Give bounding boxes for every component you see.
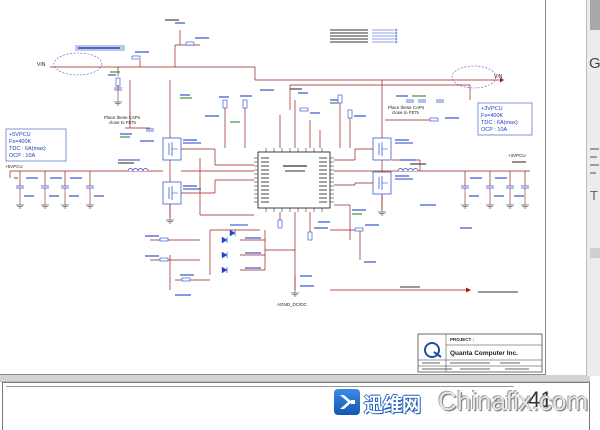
resistor bbox=[277, 219, 283, 229]
title-block-project: PROJECT : bbox=[450, 337, 475, 342]
schematic-canvas: VIN VIN +5VPCU +3VPCU AGND_DC/DC +5VPCU … bbox=[5, 19, 543, 373]
quanta-logo-icon bbox=[433, 351, 442, 358]
chinafix-logo-icon bbox=[334, 389, 360, 415]
note-left-line-2: close to FETs bbox=[109, 120, 137, 125]
resistor bbox=[347, 109, 353, 119]
diode bbox=[221, 236, 228, 244]
vin-left-label: VIN bbox=[37, 62, 46, 68]
resistor bbox=[299, 107, 309, 112]
off-page-connector-arrow bbox=[500, 77, 504, 83]
net-highlight-ellipse bbox=[451, 65, 497, 89]
legend-connector bbox=[394, 31, 398, 35]
next-page[interactable]: 41 bbox=[2, 382, 590, 430]
side-panel-block bbox=[590, 248, 600, 258]
diode bbox=[229, 229, 236, 237]
page-gap bbox=[0, 375, 590, 382]
spec-left-line-2: Fs=400K bbox=[9, 139, 31, 145]
note-right-line-1: Place these CAPs bbox=[388, 105, 425, 110]
watermark: 迅维网 Chinafix.com bbox=[330, 384, 600, 430]
schematic-geometry bbox=[5, 19, 543, 373]
side-panel[interactable]: G T bbox=[586, 0, 600, 376]
vin-right-label: VIN bbox=[494, 74, 503, 80]
legend-connector bbox=[394, 34, 398, 38]
off-page-connector-arrow bbox=[466, 287, 471, 293]
side-panel-line bbox=[590, 156, 597, 158]
chinafix-logo-glyph bbox=[340, 395, 355, 409]
quanta-logo-icon bbox=[424, 342, 440, 358]
note-right-line-2: close to FETs bbox=[392, 110, 420, 115]
side-panel-letter-top: G bbox=[589, 55, 600, 72]
watermark-cn-text: 迅维网 bbox=[364, 394, 422, 416]
side-panel-line bbox=[590, 172, 596, 174]
watermark-en-text: Chinafix.com bbox=[438, 386, 589, 416]
spec-right-line-3: TDC : 6A(max) bbox=[481, 120, 518, 126]
spec-box bbox=[477, 102, 533, 136]
spec-right-line-1: +3VPCU bbox=[481, 106, 503, 112]
page-number: 41 bbox=[528, 387, 553, 412]
title-block-company: Quanta Computer Inc. bbox=[450, 350, 518, 357]
resistor bbox=[222, 99, 228, 109]
spec-right-line-2: Fs=400K bbox=[481, 113, 503, 119]
legend-connector bbox=[394, 28, 398, 32]
diode bbox=[221, 251, 228, 259]
resistor bbox=[181, 277, 191, 282]
resistor bbox=[185, 41, 195, 46]
resistor bbox=[354, 227, 364, 232]
page-border-rule bbox=[6, 386, 514, 387]
spec-box bbox=[5, 128, 67, 162]
resistor bbox=[159, 237, 169, 242]
rail-left-label: +5VPCU bbox=[5, 164, 23, 169]
net-highlight-ellipse bbox=[53, 52, 103, 76]
resistor bbox=[242, 99, 248, 109]
side-panel-line bbox=[590, 148, 599, 150]
spec-left-line-3: TDC : 6A(max) bbox=[9, 146, 46, 152]
rail-right-label: +3VPCU bbox=[508, 153, 526, 158]
legend-connector bbox=[394, 40, 398, 44]
spec-right-line-4: OCP : 10A bbox=[481, 127, 508, 133]
spec-left-line-1: +5VPCU bbox=[9, 132, 31, 138]
agnd-label: AGND_DC/DC bbox=[277, 302, 308, 307]
side-panel-header bbox=[590, 0, 600, 30]
resistor bbox=[337, 94, 343, 104]
spec-left-line-4: OCP : 10A bbox=[9, 153, 36, 159]
resistor bbox=[115, 77, 121, 87]
resistor bbox=[307, 231, 313, 241]
legend-connector bbox=[394, 37, 398, 41]
inductor bbox=[127, 168, 149, 172]
resistor bbox=[159, 257, 169, 262]
schematic-labels: VIN VIN +5VPCU +3VPCU AGND_DC/DC +5VPCU … bbox=[5, 62, 526, 357]
resistor bbox=[429, 117, 439, 122]
side-panel-line bbox=[590, 164, 599, 166]
resistor bbox=[131, 55, 141, 60]
diode bbox=[221, 266, 228, 274]
controller-ic bbox=[257, 151, 331, 209]
inductor bbox=[397, 168, 419, 172]
note-left-line-1: Place these CAPs bbox=[104, 115, 141, 120]
document-page[interactable]: VIN VIN +5VPCU +3VPCU AGND_DC/DC +5VPCU … bbox=[0, 0, 546, 375]
side-panel-letter-mid: T bbox=[590, 188, 598, 203]
